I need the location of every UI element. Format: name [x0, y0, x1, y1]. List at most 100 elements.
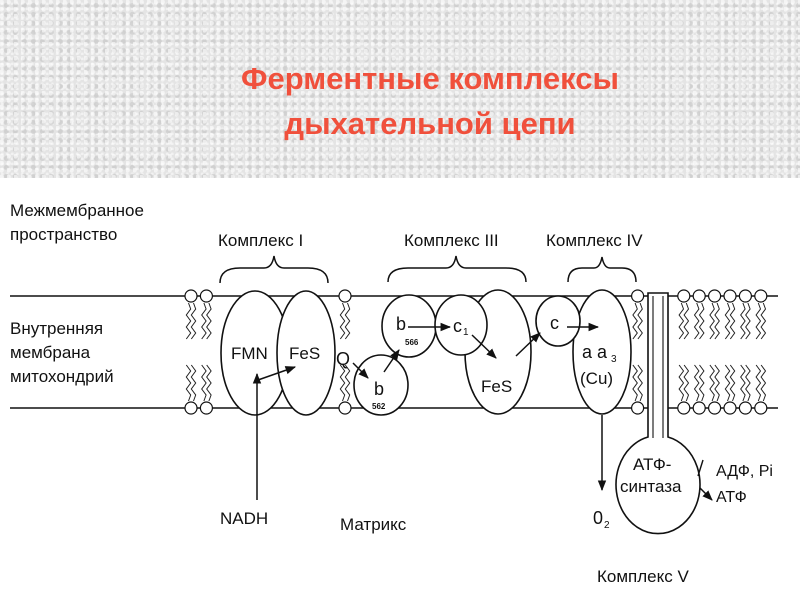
lipid-bilayer — [184, 289, 768, 415]
lipid-head — [184, 289, 198, 303]
aa3-subscript: 3 — [611, 354, 617, 365]
lipid-tail — [344, 364, 351, 402]
lipid-tail — [698, 302, 705, 340]
b-upper-subscript: 566 — [405, 338, 419, 347]
c1-subscript: 1 — [463, 327, 469, 338]
c1-ellipse — [434, 294, 488, 356]
o2-subscript: 2 — [604, 520, 610, 531]
b-upper-label: b — [396, 314, 406, 334]
lipid-head — [723, 401, 737, 415]
intermembrane-label-2: пространство — [10, 225, 117, 244]
lipid-tail — [201, 302, 207, 340]
lipid-tail — [185, 302, 192, 340]
matrix-label: Матрикс — [340, 515, 407, 534]
lipid-head — [692, 401, 706, 415]
complex-i-brace — [219, 255, 329, 284]
respiratory-chain-diagram: Межмембранное пространство Внутренняя ме… — [10, 201, 778, 586]
lipid-tail — [206, 364, 212, 402]
lipid-head — [199, 401, 213, 415]
adp-in-bracket — [697, 459, 704, 477]
atp-synthase-shape — [615, 292, 701, 535]
c1-to-fes-arrow — [471, 334, 497, 359]
lipid-tail — [693, 364, 700, 402]
lipid-tail — [632, 302, 638, 340]
lipid-head — [692, 289, 706, 303]
lipid-tail — [339, 364, 346, 402]
fmn-label: FMN — [231, 344, 268, 363]
lipid-tail — [745, 364, 751, 402]
lipid-head — [738, 401, 753, 415]
lipid-head — [707, 289, 722, 303]
lipid-tail — [693, 302, 700, 340]
cytochrome-c-ellipse — [535, 295, 581, 347]
intermembrane-label-1: Межмембранное — [10, 201, 144, 220]
c-label: c — [550, 313, 559, 333]
lipid-tail — [683, 364, 690, 402]
lipid-head — [723, 289, 737, 303]
lipid-tail — [724, 364, 731, 402]
lipid-head — [707, 401, 722, 415]
lipid-tail — [206, 302, 212, 340]
c1-label: c — [453, 316, 462, 336]
complex-iii-label: Комплекс III — [404, 231, 499, 250]
atp-label: АТФ — [716, 489, 747, 506]
lipid-head — [677, 289, 691, 303]
q-to-b562-arrow — [352, 362, 369, 379]
title-band — [0, 0, 800, 178]
lipid-tail — [729, 364, 736, 402]
lipid-tail — [190, 364, 197, 402]
lipid-tail — [745, 302, 751, 340]
b-lower-subscript: 562 — [372, 402, 386, 411]
cu-label: (Cu) — [580, 369, 613, 388]
lipid-tail — [637, 364, 643, 402]
complex-iv-brace — [567, 256, 637, 283]
membrane-label-3: митохондрий — [10, 367, 114, 386]
atp-out-arrow — [699, 487, 713, 501]
lipid-tail — [698, 364, 705, 402]
lipid-tail — [344, 302, 351, 340]
complex-iv-label: Комплекс IV — [546, 231, 643, 250]
membrane-label-2: мембрана — [10, 343, 91, 362]
fes-complex-iii-label: FeS — [481, 377, 512, 396]
lipid-head — [338, 289, 352, 303]
nadh-label: NADH — [220, 509, 268, 528]
lipid-tail — [190, 302, 197, 340]
lipid-head — [630, 289, 645, 303]
lipid-tail — [740, 364, 746, 402]
lipid-tail — [755, 302, 762, 340]
fes-complex-i-ellipse — [276, 290, 336, 416]
lipid-tail — [678, 302, 685, 340]
membrane-label-1: Внутренняя — [10, 319, 103, 338]
lipid-tail — [339, 302, 346, 340]
fes-complex-i-label: FeS — [289, 344, 320, 363]
lipid-head — [677, 401, 691, 415]
title-line-2: дыхательной цепи — [284, 106, 576, 141]
atp-synthase-label-1: АТФ- — [633, 455, 671, 474]
lipid-head — [754, 401, 768, 415]
lipid-head — [199, 289, 213, 303]
lipid-tail — [709, 364, 715, 402]
lipid-tail — [632, 364, 638, 402]
adp-pi-label: АДФ, Pi — [716, 463, 773, 480]
b566-ellipse — [381, 294, 437, 358]
complex-i-label: Комплекс I — [218, 231, 303, 250]
b-lower-label: b — [374, 379, 384, 399]
lipid-tail — [760, 302, 767, 340]
lipid-head — [338, 401, 352, 415]
lipid-tail — [185, 364, 192, 402]
lipid-tail — [714, 302, 720, 340]
lipid-tail — [678, 364, 685, 402]
lipid-tail — [683, 302, 690, 340]
atp-synthase-label-2: синтаза — [620, 477, 682, 496]
q-label: Q — [336, 349, 350, 369]
slide-title: Ферментные комплексы дыхательной цепи — [0, 56, 800, 146]
aa3-label: a a — [582, 342, 608, 362]
lipid-tail — [755, 364, 762, 402]
lipid-head — [184, 401, 198, 415]
lipid-tail — [729, 302, 736, 340]
lipid-tail — [760, 364, 767, 402]
lipid-head — [738, 289, 753, 303]
lipid-head — [754, 289, 768, 303]
fes-to-c-arrow — [515, 332, 541, 357]
complex-iii-brace — [387, 255, 527, 283]
